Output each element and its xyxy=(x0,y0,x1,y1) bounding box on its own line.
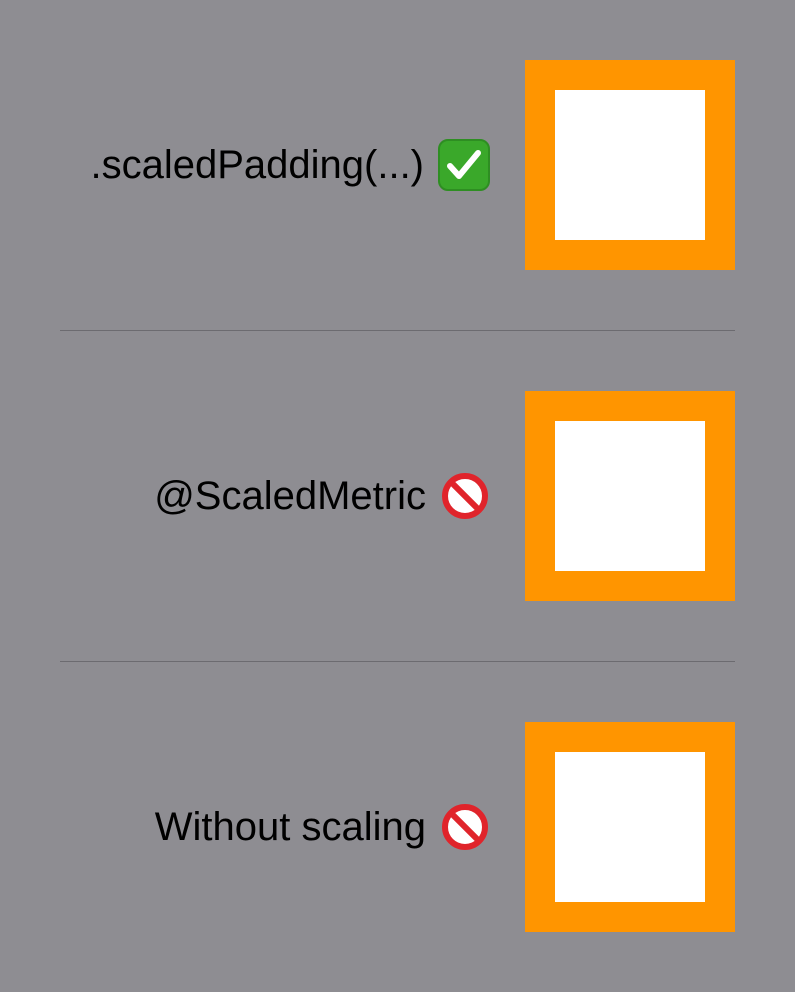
row-scaled-metric: @ScaledMetric xyxy=(0,391,795,601)
padded-square-preview xyxy=(525,60,735,270)
row-divider xyxy=(60,661,735,662)
check-mark-button-icon xyxy=(438,139,490,191)
padded-square-preview xyxy=(525,722,735,932)
row-label-group: .scaledPadding(...) xyxy=(90,60,490,270)
row-label-group: @ScaledMetric xyxy=(154,391,490,601)
prohibited-icon xyxy=(440,802,490,852)
row-label-group: Without scaling xyxy=(155,722,490,932)
row-divider xyxy=(60,330,735,331)
row-label: .scaledPadding(...) xyxy=(90,143,424,187)
row-scaled-padding: .scaledPadding(...) xyxy=(0,60,795,270)
prohibited-icon xyxy=(440,471,490,521)
row-label: Without scaling xyxy=(154,805,426,849)
row-without-scaling: Without scaling xyxy=(0,722,795,932)
row-label: @ScaledMetric xyxy=(154,474,426,518)
padded-square-preview xyxy=(525,391,735,601)
